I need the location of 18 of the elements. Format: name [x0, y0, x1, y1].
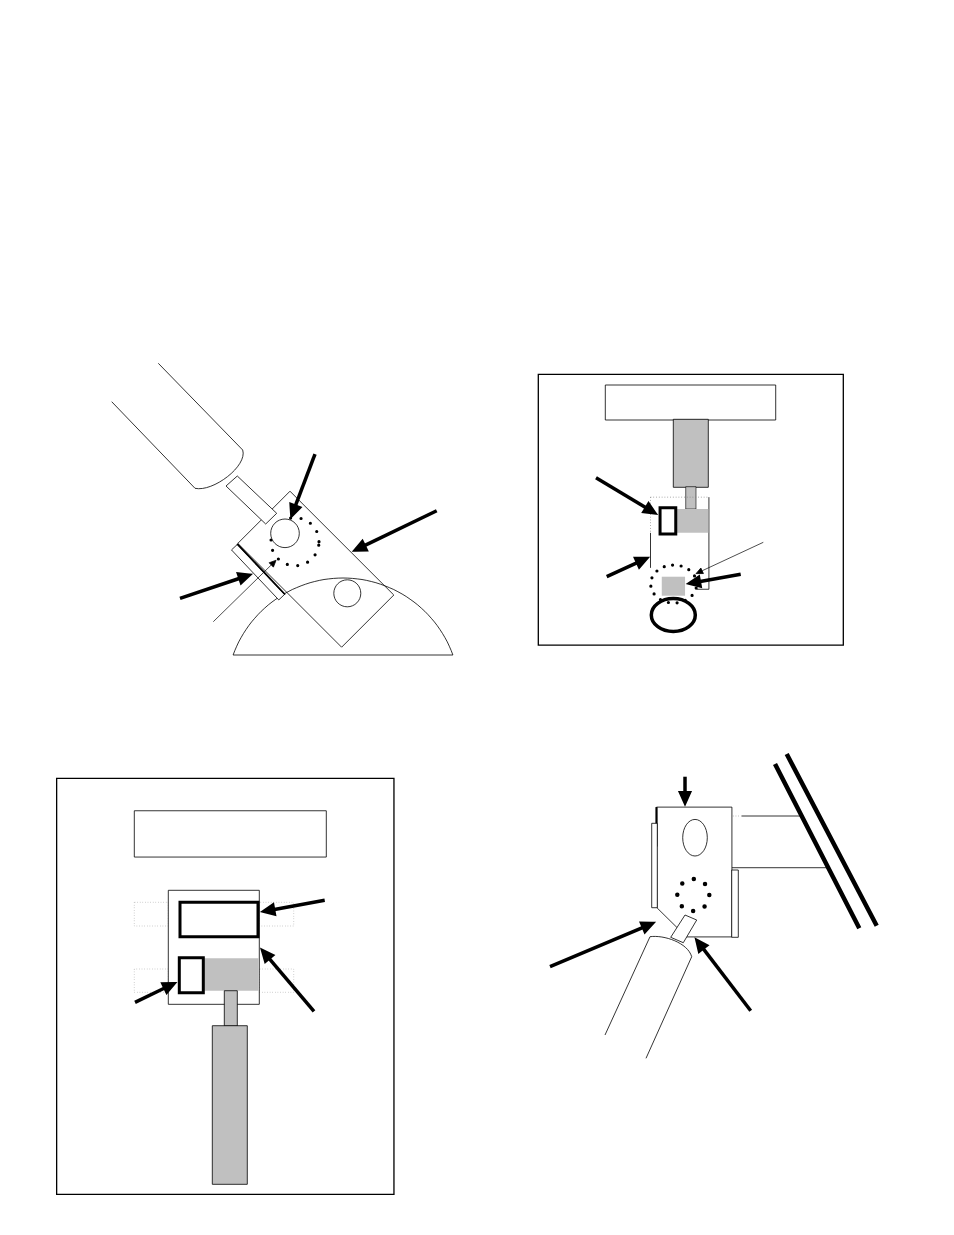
- cylinder: [672, 418, 709, 488]
- plate: [237, 490, 395, 648]
- arrow: [212, 559, 277, 623]
- hole-circle: [270, 518, 300, 548]
- top-bar: [133, 810, 327, 858]
- frame: [56, 777, 395, 1195]
- strip: [231, 543, 286, 601]
- block: [650, 496, 710, 590]
- arrow: [695, 541, 764, 574]
- dotted-ring: [269, 516, 321, 568]
- rod: [211, 1025, 248, 1185]
- top-bar: [604, 384, 777, 421]
- thick-rectangle: [177, 956, 205, 995]
- thick-rectangle: [658, 506, 678, 536]
- thick-rectangle: [178, 900, 260, 939]
- shaded-square: [661, 576, 686, 596]
- dotted-ring: [649, 563, 699, 605]
- frame: [537, 373, 844, 646]
